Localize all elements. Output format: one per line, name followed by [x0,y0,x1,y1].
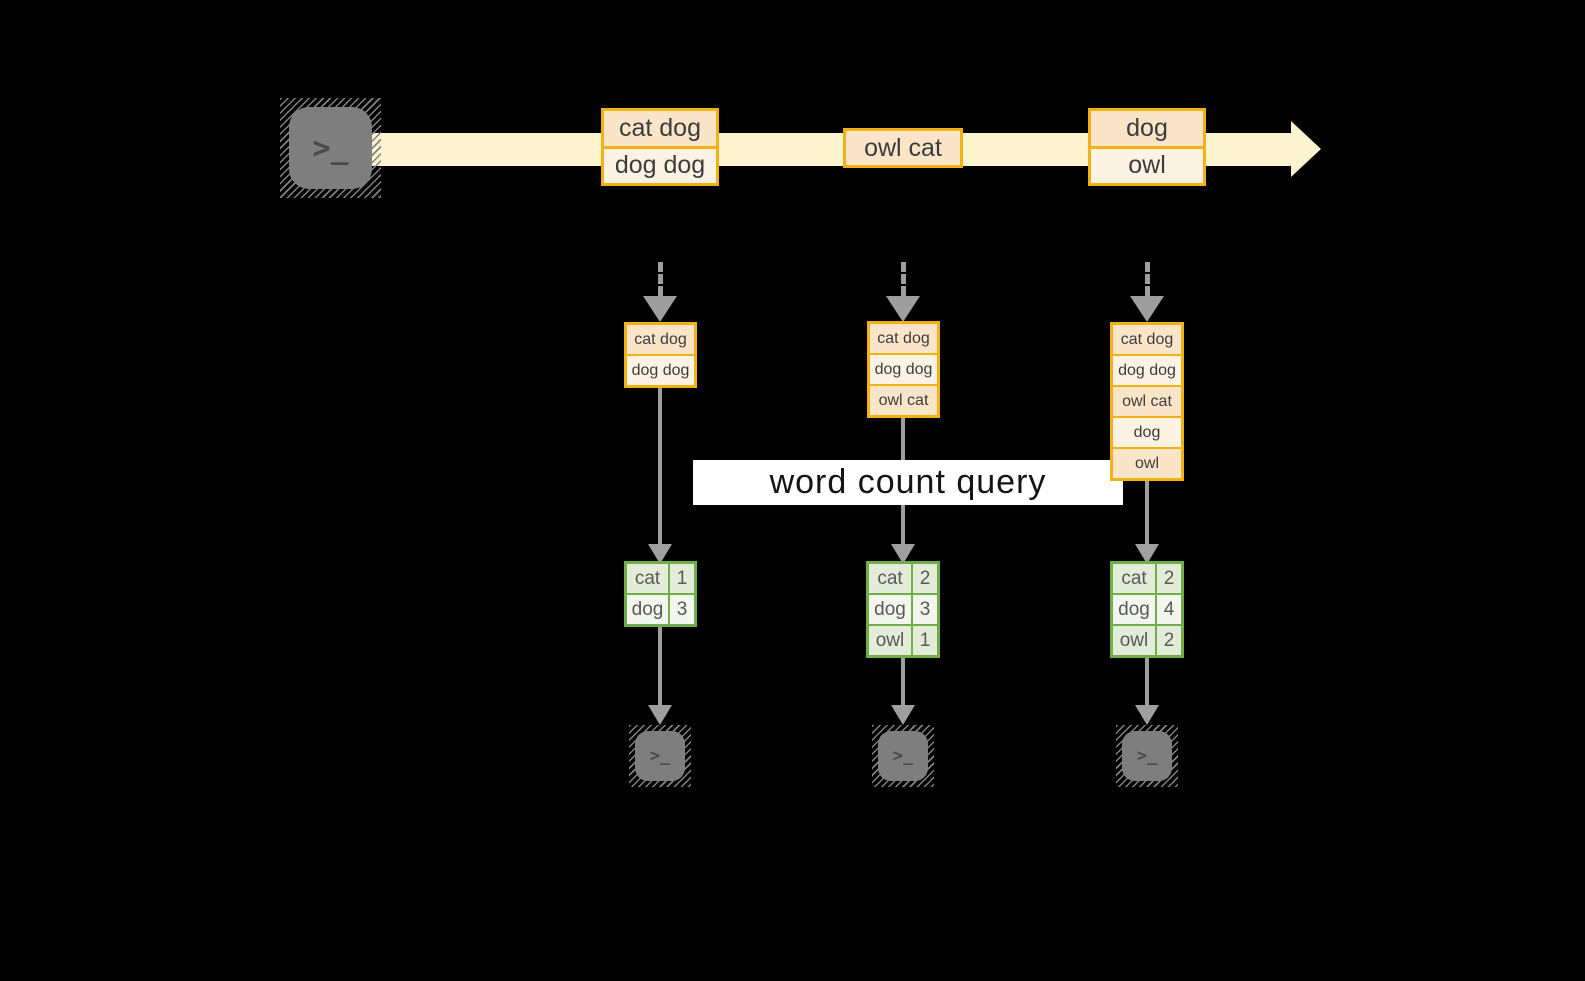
stream-batch-2: owl cat [843,128,963,168]
stream-batch-row: dog [1091,111,1203,146]
buffer-row: dog dog [627,354,694,385]
arrowhead-icon [1135,705,1159,725]
dashed-arrow-stem [658,262,663,296]
terminal-source-icon: >_ [280,98,381,198]
stream-timeline-arrowhead-icon [1291,121,1321,177]
count-table-2: cat 2 dog 3 owl 1 [866,561,940,658]
terminal-prompt-glyph: >_ [892,746,914,766]
count-value: 3 [670,595,694,624]
arrowhead-icon [648,544,672,564]
count-table-3: cat 2 dog 4 owl 2 [1110,561,1184,658]
buffer-row: dog dog [1113,354,1181,385]
dashed-arrow-stem [901,262,906,296]
arrow-stem [1145,480,1149,544]
count-row: dog 3 [627,593,694,624]
count-value: 4 [1157,595,1181,624]
buffer-row: cat dog [870,324,937,353]
count-value: 2 [1157,626,1181,655]
terminal-screen: >_ [878,731,928,781]
buffer-row: owl cat [1113,385,1181,416]
arrow-stem [658,387,662,544]
dashed-arrowhead-icon [886,296,920,322]
arrowhead-icon [891,705,915,725]
buffer-row: cat dog [627,325,694,354]
stream-batch-row: owl cat [846,131,960,165]
terminal-sink-icon: >_ [1116,725,1178,787]
count-row: dog 3 [869,593,937,624]
arrow-stem [1145,658,1149,705]
dashed-arrowhead-icon [643,296,677,322]
count-word: dog [627,595,670,624]
count-word: dog [1113,595,1157,624]
count-value: 2 [913,564,937,593]
terminal-prompt-glyph: >_ [649,746,671,766]
terminal-sink-icon: >_ [629,725,691,787]
arrow-stem [901,658,905,705]
buffer-stack-2: cat dog dog dog owl cat [867,321,940,418]
terminal-screen: >_ [1122,731,1172,781]
count-word: cat [869,564,913,593]
terminal-prompt-glyph: >_ [312,130,349,166]
terminal-screen: >_ [635,731,685,781]
count-value: 1 [913,626,937,655]
buffer-stack-1: cat dog dog dog [624,322,697,388]
buffer-row: owl cat [870,384,937,415]
count-word: owl [869,626,913,655]
buffer-row: cat dog [1113,325,1181,354]
stream-batch-1: cat dog dog dog [601,108,719,186]
arrowhead-icon [891,544,915,564]
dashed-arrowhead-icon [1130,296,1164,322]
count-row: cat 2 [1113,564,1181,593]
buffer-row: dog [1113,416,1181,447]
count-word: owl [1113,626,1157,655]
count-row: owl 1 [869,624,937,655]
terminal-sink-icon: >_ [872,725,934,787]
count-word: cat [1113,564,1157,593]
arrow-stem [658,627,662,705]
buffer-stack-3: cat dog dog dog owl cat dog owl [1110,322,1184,481]
dashed-arrow-stem [1145,262,1150,296]
count-row: owl 2 [1113,624,1181,655]
count-row: cat 2 [869,564,937,593]
stream-batch-row: dog dog [604,145,716,183]
buffer-row: owl [1113,447,1181,478]
count-value: 1 [670,564,694,593]
count-table-1: cat 1 dog 3 [624,561,697,627]
count-word: dog [869,595,913,624]
stream-batch-row: owl [1091,145,1203,183]
arrowhead-icon [1135,544,1159,564]
count-value: 2 [1157,564,1181,593]
count-word: cat [627,564,670,593]
count-value: 3 [913,595,937,624]
terminal-prompt-glyph: >_ [1136,746,1158,766]
count-row: dog 4 [1113,593,1181,624]
terminal-screen: >_ [289,107,372,189]
stream-batch-3: dog owl [1088,108,1206,186]
count-row: cat 1 [627,564,694,593]
stream-batch-row: cat dog [604,111,716,146]
query-banner: word count query [693,460,1123,505]
arrowhead-icon [648,705,672,725]
buffer-row: dog dog [870,353,937,384]
